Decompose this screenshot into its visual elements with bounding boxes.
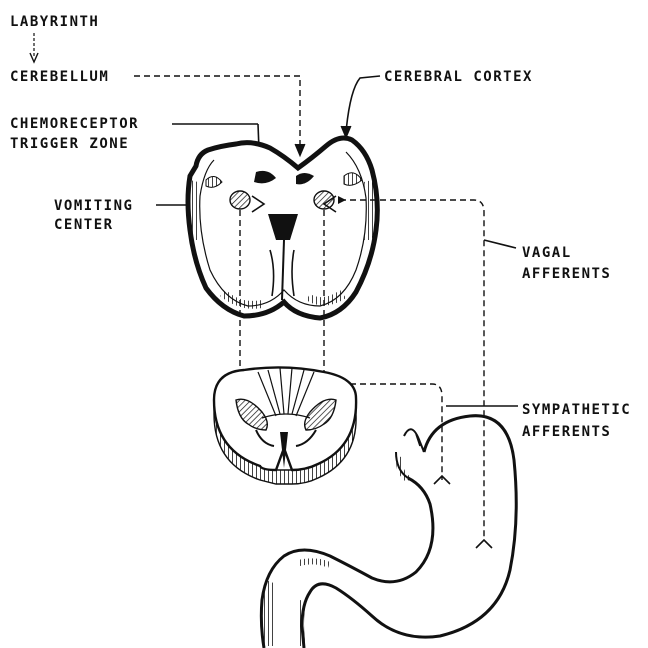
sympathetic-afferents-label-line1: SYMPATHETIC — [522, 402, 631, 418]
sympathetic-afferents-label-line2: AFFERENTS — [522, 424, 611, 440]
vomiting-center-label-line2: CENTER — [54, 217, 114, 233]
vomiting-center-label-line1: VOMITING — [54, 198, 133, 214]
vagal-afferents-label-line2: AFFERENTS — [522, 266, 611, 282]
cerebral-cortex-label: CEREBRAL CORTEX — [384, 69, 533, 85]
sympathetic-afferent-pathway — [330, 384, 518, 484]
labyrinth-label: LABYRINTH — [10, 14, 99, 30]
cerebral-cortex-leader — [341, 76, 380, 138]
labyrinth-to-cerebellum-arrow — [30, 33, 38, 62]
ctz-label-line1: CHEMORECEPTOR — [10, 116, 139, 132]
ctz-label-line2: TRIGGER ZONE — [10, 136, 129, 152]
cerebellum-label: CEREBELLUM — [10, 69, 109, 85]
spinal-cord-section — [214, 367, 356, 484]
vagal-afferents-label-line1: VAGAL — [522, 245, 572, 261]
medulla-section — [188, 138, 377, 318]
cerebellum-dashed-pathway — [134, 76, 305, 156]
